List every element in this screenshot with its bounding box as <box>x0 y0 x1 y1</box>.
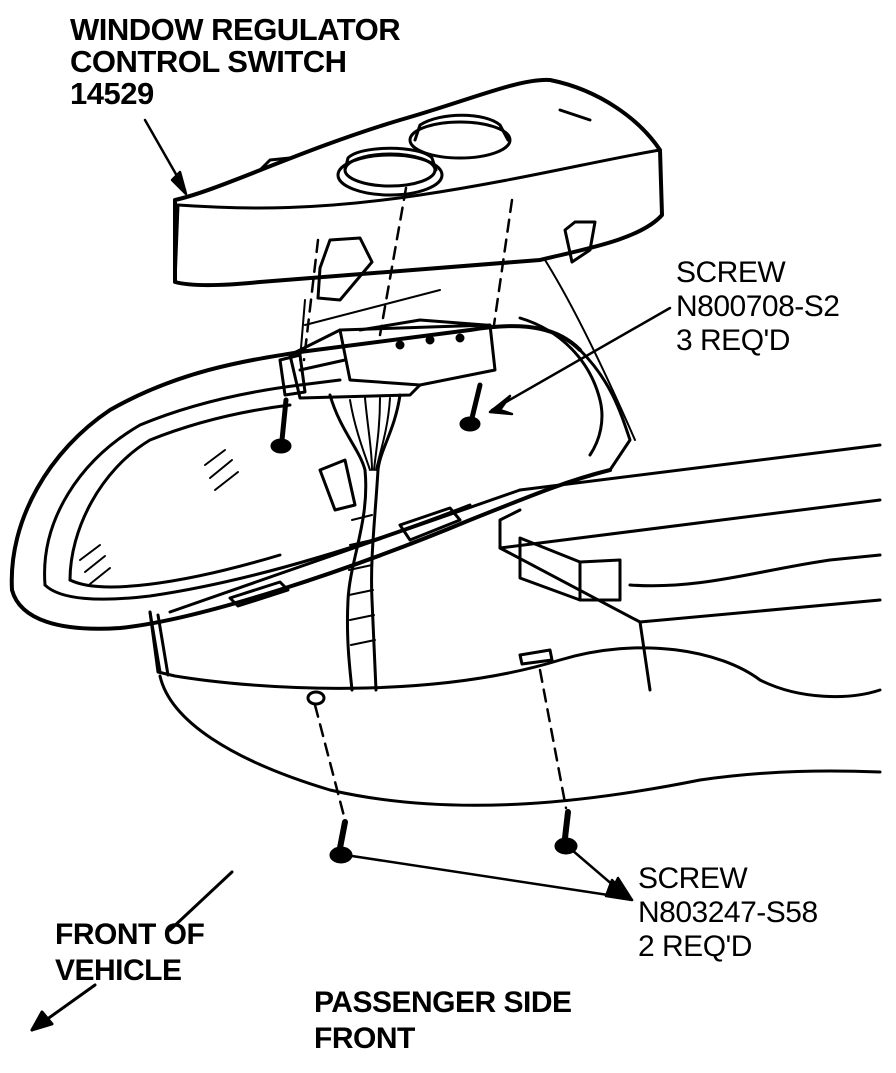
guide-lines <box>299 259 636 441</box>
label-location: PASSENGER SIDE FRONT <box>314 988 572 1060</box>
label-screw-lower: SCREW N803247-S58 2 REQ'D <box>638 864 818 966</box>
label-screw-lower-line3: 2 REQ'D <box>638 930 752 963</box>
label-screw-upper-line1: SCREW <box>676 256 786 289</box>
door-trim-panel <box>148 443 882 807</box>
label-switch-line2: CONTROL SWITCH <box>70 44 347 79</box>
front-direction-arrow <box>30 870 234 1032</box>
leader-screw-upper <box>490 306 672 412</box>
label-front-line2: VEHICLE <box>55 954 182 987</box>
switch-bezel <box>9 316 632 631</box>
label-location-line2: FRONT <box>314 1022 415 1055</box>
screw-lower-set <box>306 648 578 864</box>
screw-lower-right <box>554 809 578 855</box>
label-front-line1: FRONT OF <box>55 918 205 951</box>
leader-lines <box>143 118 672 902</box>
label-switch-line3: 14529 <box>70 76 154 111</box>
screw-upper-left <box>270 397 292 454</box>
leader-screw-lower-left <box>350 854 630 900</box>
window-regulator-switch <box>173 77 664 302</box>
label-screw-upper: SCREW N800708-S2 3 REQ'D <box>676 256 840 360</box>
label-location-line1: PASSENGER SIDE <box>314 986 572 1019</box>
label-front-of-vehicle: FRONT OF VEHICLE <box>55 918 205 992</box>
label-screw-lower-line1: SCREW <box>638 862 748 895</box>
wiring-connector <box>278 318 497 400</box>
label-screw-lower-line2: N803247-S58 <box>638 896 818 929</box>
screw-upper-right <box>459 382 483 432</box>
label-screw-upper-line2: N800708-S2 <box>676 290 840 323</box>
label-screw-upper-line3: 3 REQ'D <box>676 324 790 357</box>
screw-lower-left <box>329 819 353 864</box>
label-window-regulator-switch: WINDOW REGULATOR CONTROL SWITCH 14529 <box>70 12 401 111</box>
screw-upper-set <box>270 382 483 454</box>
wiring-harness <box>318 393 402 692</box>
alignment-lines <box>302 186 568 822</box>
label-switch-line1: WINDOW REGULATOR <box>70 12 401 47</box>
